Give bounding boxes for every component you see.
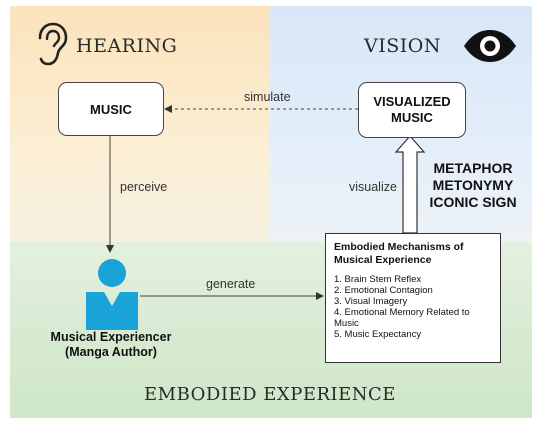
mechanisms-box: Embodied Mechanisms of Musical Experienc…: [325, 233, 501, 363]
mechanism-item: 5. Music Expectancy: [334, 329, 422, 340]
mechanism-item: 1. Brain Stem Reflex: [334, 274, 422, 285]
visualized-music-label-line1: VISUALIZED: [373, 94, 451, 109]
visualized-music-node: VISUALIZED MUSIC: [358, 82, 466, 138]
figures-list: METAPHOR METONYMY ICONIC SIGN: [426, 160, 520, 211]
eye-icon: [462, 29, 518, 68]
visualize-label: visualize: [349, 180, 397, 194]
generate-label: generate: [206, 277, 256, 291]
person-icon: [86, 258, 138, 335]
experiencer-label: Musical Experiencer (Manga Author): [40, 330, 182, 360]
mechanisms-list: 1. Brain Stem Reflex 2. Emotional Contag…: [334, 274, 492, 340]
ear-icon: [34, 22, 68, 71]
music-label: MUSIC: [90, 101, 132, 117]
perceive-label: perceive: [120, 180, 168, 194]
vision-title: VISION: [364, 35, 441, 57]
experiencer-line2: (Manga Author): [65, 345, 157, 359]
figure-iconic-sign: ICONIC SIGN: [429, 194, 517, 210]
visualized-music-label-line2: MUSIC: [391, 110, 433, 125]
music-node: MUSIC: [58, 82, 164, 136]
mechanisms-title: Embodied Mechanisms of Musical Experienc…: [334, 241, 464, 266]
figure-metaphor: METAPHOR: [433, 160, 513, 176]
visualize-arrow: [394, 135, 426, 234]
experiencer-line1: Musical Experiencer: [50, 330, 172, 344]
embodied-title: EMBODIED EXPERIENCE: [144, 384, 396, 405]
figure-metonymy: METONYMY: [432, 177, 514, 193]
mechanism-item: 3. Visual Imagery: [334, 296, 408, 307]
hearing-title: HEARING: [76, 35, 178, 57]
mechanism-item: 4. Emotional Memory Related to Music: [334, 307, 470, 329]
mechanism-item: 2. Emotional Contagion: [334, 285, 433, 296]
simulate-label: simulate: [244, 90, 291, 104]
